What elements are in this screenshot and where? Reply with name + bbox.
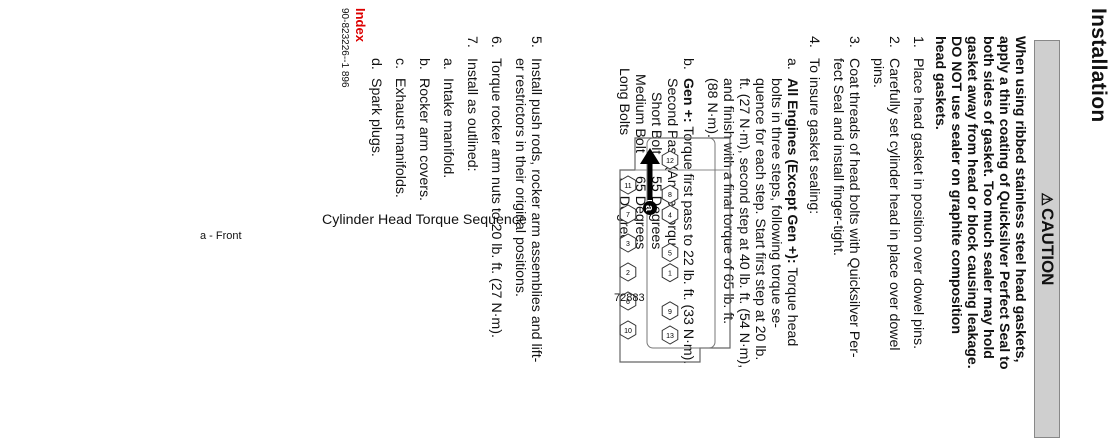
bolt-12: 12 xyxy=(661,150,679,170)
bolt-9: 9 xyxy=(661,301,679,321)
torque-sequence-diagram: 12 8 4 5 1 9 13 11 7 3 2 6 10 a 72883 xyxy=(614,137,731,363)
outline-item: c. Exhaust manifolds. xyxy=(392,58,408,198)
step-5: 5. Install push rods, rocker arm assembl… xyxy=(512,36,544,363)
outline-item: b. Rocker arm covers. xyxy=(416,58,432,201)
bolt-label: 1 xyxy=(668,271,672,278)
bolt-label: 2 xyxy=(626,270,630,277)
bolt-7: 7 xyxy=(619,204,637,224)
bottom-bolt-row: 11 7 3 2 6 10 xyxy=(619,175,637,340)
figure-number: 72883 xyxy=(614,292,645,304)
caution-header: ⚠ CAUTION xyxy=(1034,40,1060,438)
bolt-label: 6 xyxy=(626,299,630,306)
bolt-label: 4 xyxy=(668,212,672,219)
bolt-label: 9 xyxy=(668,309,672,316)
front-arrow-icon: a xyxy=(640,148,660,215)
warning-triangle-icon: ⚠ xyxy=(1038,192,1055,206)
bolt-5: 5 xyxy=(661,242,679,263)
bolt-3: 3 xyxy=(619,233,637,253)
bolt-area-outline xyxy=(646,137,716,349)
step-7: 7. Install as outlined: xyxy=(464,36,480,172)
caution-label: CAUTION xyxy=(1038,208,1057,286)
outline-item: a. Intake manifold. xyxy=(440,58,456,179)
top-bolt-row: 12 8 4 5 1 9 13 xyxy=(661,150,679,345)
bolt-1: 1 xyxy=(661,263,679,283)
figure-caption: Cylinder Head Torque Sequence xyxy=(322,212,527,228)
page-title: Installation xyxy=(1087,8,1110,123)
index-link[interactable]: Index xyxy=(353,8,368,42)
bolt-label: 3 xyxy=(626,241,630,248)
bolt-label: 8 xyxy=(668,192,672,199)
bolt-8: 8 xyxy=(661,184,679,204)
bolt-label: 13 xyxy=(666,333,674,340)
bolt-label: 12 xyxy=(666,158,674,165)
bolt-label: 5 xyxy=(668,251,672,258)
bolt-10: 10 xyxy=(619,320,637,340)
bolt-label: 11 xyxy=(624,183,631,190)
bolt-label: 7 xyxy=(626,212,630,219)
bolt-4: 4 xyxy=(661,204,679,224)
bolt-2: 2 xyxy=(619,262,637,282)
bolt-13: 13 xyxy=(661,325,679,345)
outline-item: d. Spark plugs. xyxy=(368,58,384,157)
part-number: 90-823226--1 896 xyxy=(339,8,350,88)
bolt-11: 11 xyxy=(619,175,637,195)
cylinder-head-outline xyxy=(619,137,731,363)
caution-line: When using ribbed stainless steel head g… xyxy=(1012,36,1028,363)
front-callout-label: a xyxy=(643,205,655,212)
bolt-6: 6 xyxy=(619,291,637,311)
figure-legend: a - Front xyxy=(200,230,242,242)
step-6: 6. Torque rocker arm nuts to 20 lb. ft. … xyxy=(488,36,504,338)
bolt-label: 10 xyxy=(624,328,632,335)
